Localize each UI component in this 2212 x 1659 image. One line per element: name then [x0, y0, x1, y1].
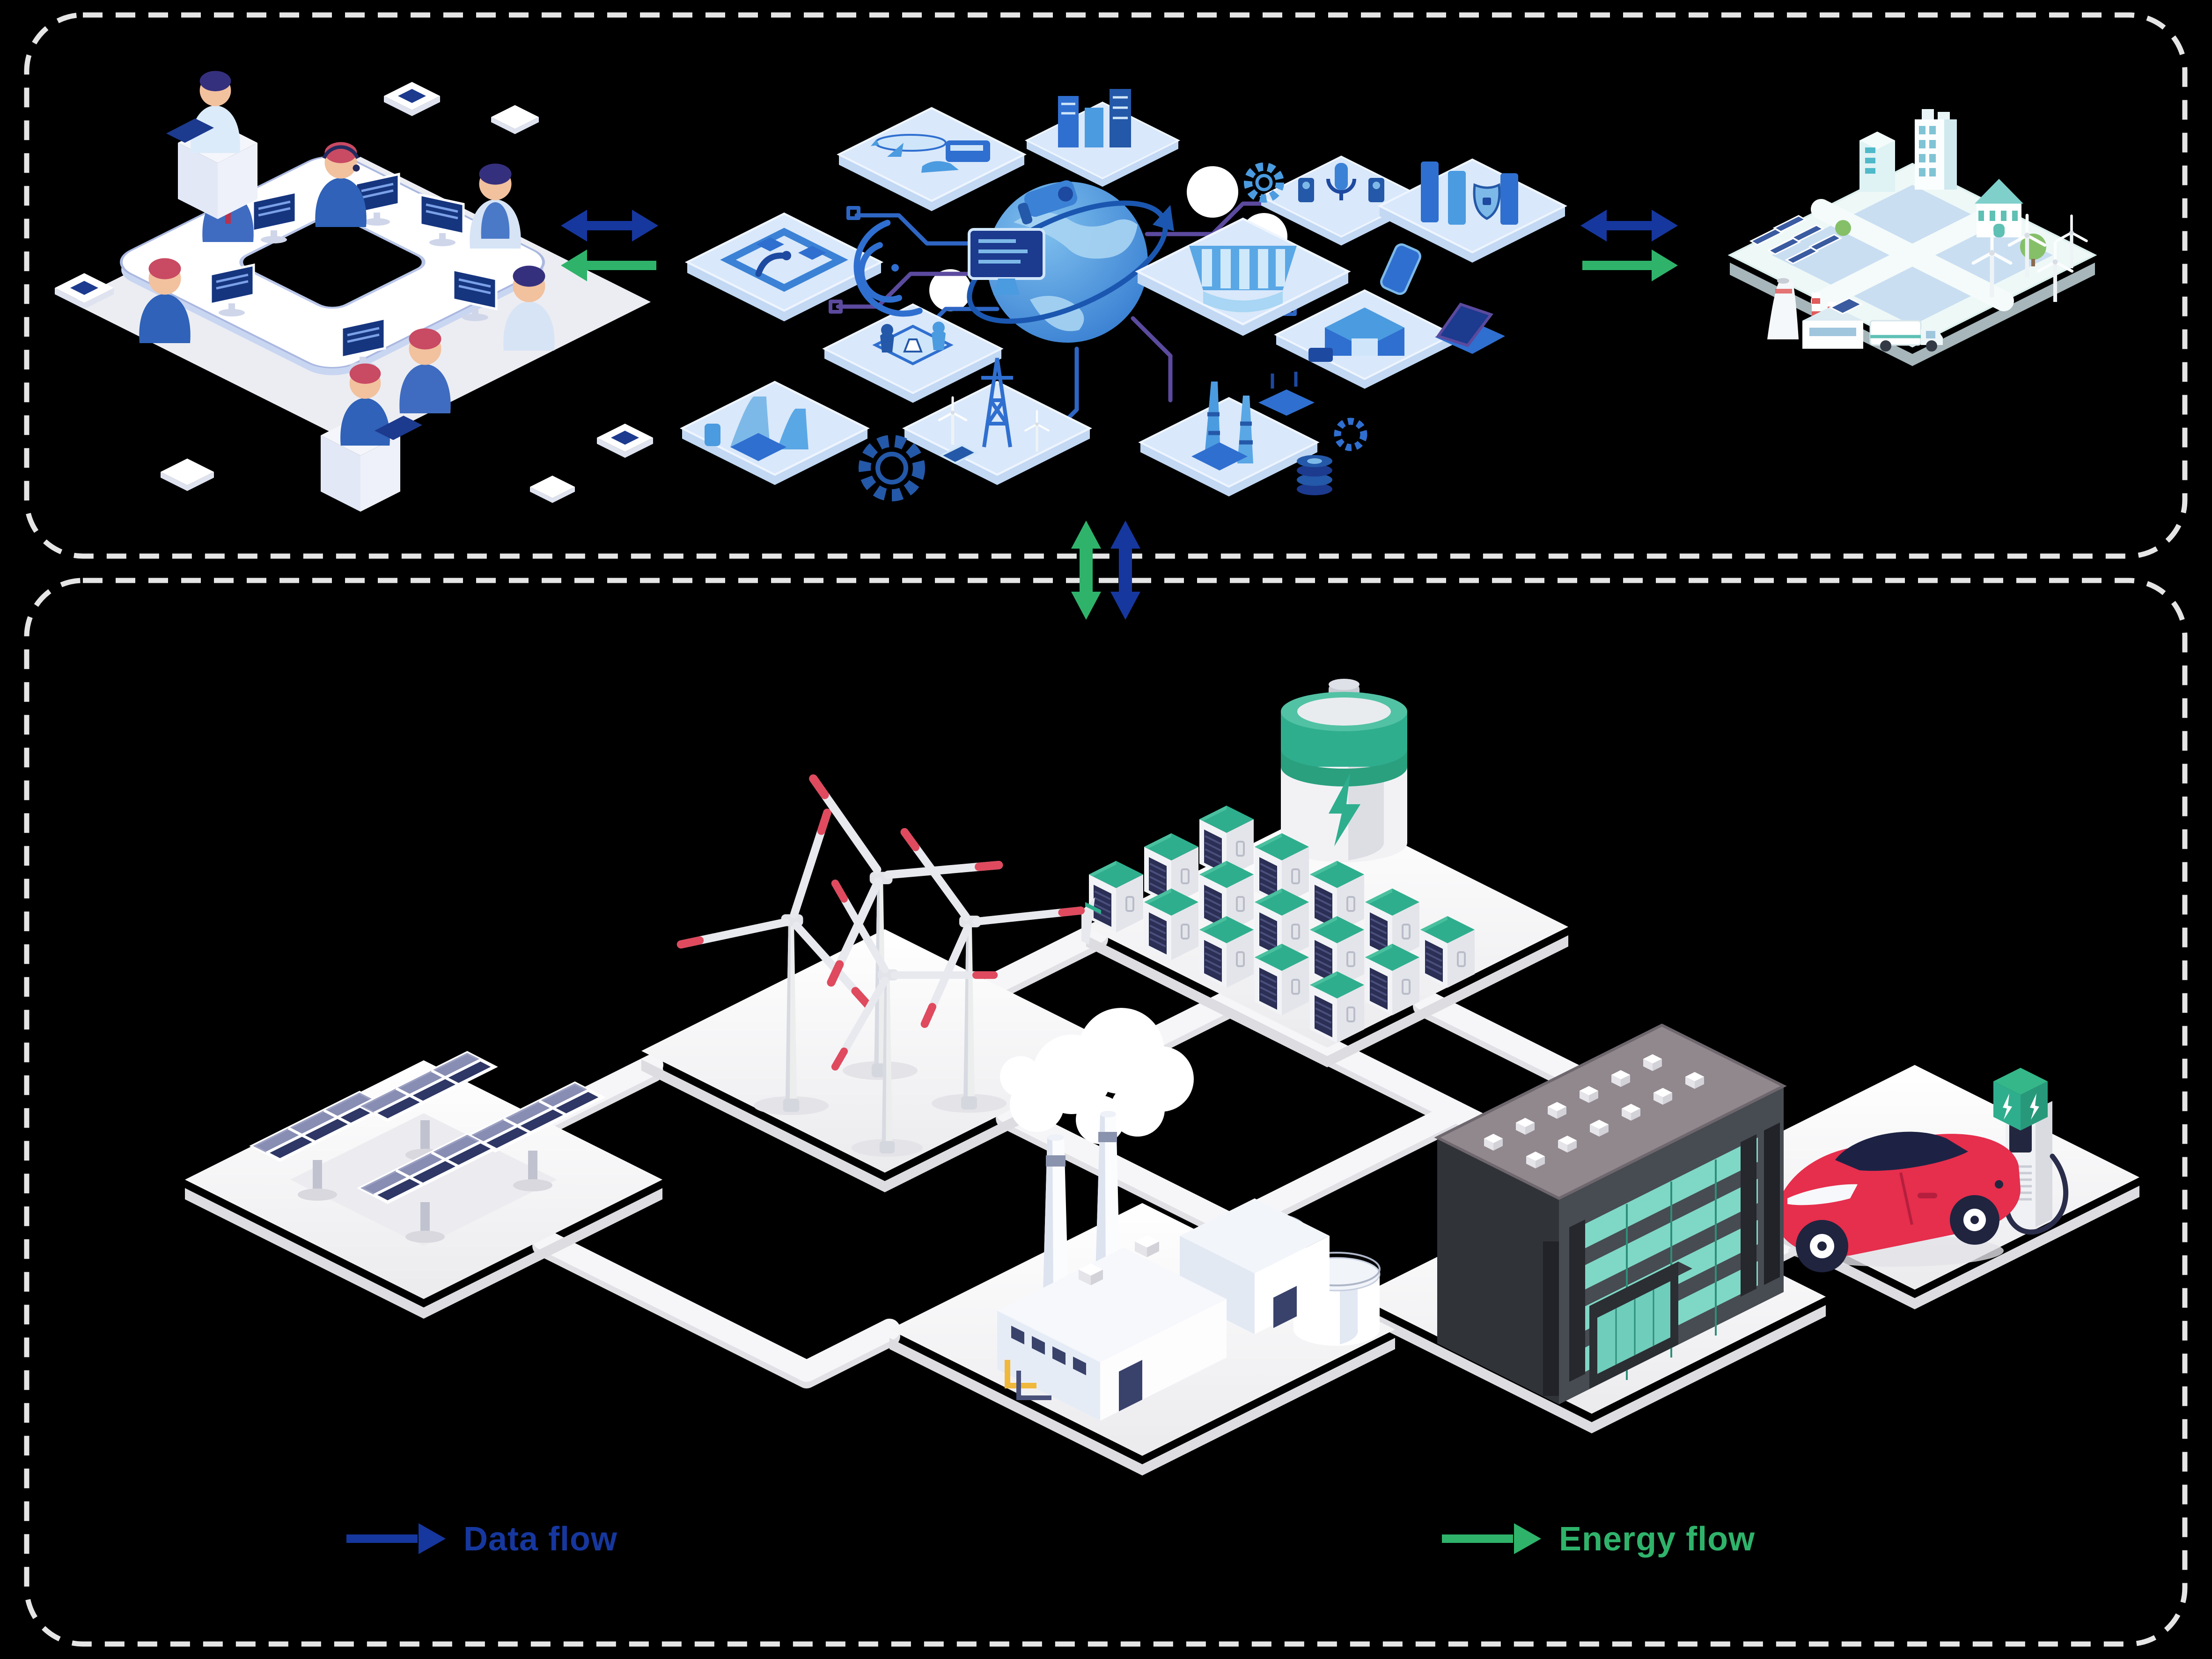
smartphone-icon [1380, 243, 1421, 295]
battery-storage-platform [1081, 679, 1568, 1067]
power-plant-platform [889, 1008, 1395, 1475]
tire-stack-icon [1297, 455, 1332, 495]
grid-tower-tile [904, 358, 1090, 485]
energy-network [185, 679, 2139, 1475]
city-roads [1811, 199, 2014, 311]
office-building-icon [1434, 1023, 1787, 1404]
link-iot-city [1580, 210, 1678, 281]
battery-cabinets [1081, 805, 1476, 1044]
chimney-plant-tile [1140, 382, 1317, 497]
laptop-icon [375, 416, 422, 440]
factory-icon [997, 1008, 1381, 1421]
city-power-plant [1767, 278, 1863, 349]
remote-worker [166, 71, 257, 219]
desktop-monitor-icon [968, 228, 1045, 295]
wifi-router-icon [1258, 372, 1315, 416]
wind-turbine-icon [904, 815, 1091, 1113]
hydro-dam-tile [1138, 219, 1348, 336]
link-team-iot [561, 210, 658, 281]
data-flow-arrow-icon [346, 1523, 446, 1554]
energy-flow-vertical-arrow-icon [1071, 521, 1101, 620]
yellow-pipe [1005, 1360, 1036, 1388]
laptop-icon [1435, 302, 1505, 354]
energy-flow-arrow-icon [1582, 250, 1678, 281]
data-flow-arrow-icon [1580, 210, 1678, 242]
electric-car-icon [1774, 1131, 2021, 1272]
industrial-iot-illustration [682, 89, 1565, 501]
city-solar-array [1749, 215, 1843, 264]
gear-icon [859, 435, 925, 501]
laptop-icon [166, 118, 214, 143]
energy-flow-arrow-icon [1442, 1523, 1541, 1554]
remote-worker [321, 363, 422, 512]
data-flow-label: Data flow [463, 1520, 617, 1558]
smoke-cloud [1000, 1008, 1194, 1144]
gear-icon [1244, 162, 1284, 203]
legend-energy-flow: Energy flow [1442, 1520, 1755, 1558]
tile-chip-icon [398, 89, 426, 103]
wind-turbine-icon [681, 782, 921, 1115]
energy-flow-arrow-icon [561, 250, 656, 281]
bolt-icon [2030, 1094, 2039, 1120]
power-plant-tile [682, 382, 867, 485]
wind-farm-platform [641, 778, 1128, 1192]
warehouse-tile [1276, 291, 1453, 389]
solar-farm-platform [185, 1053, 662, 1319]
headlight [1787, 1184, 1858, 1205]
wind-turbine-icon [738, 778, 999, 1080]
smart-city-illustration [1727, 109, 2097, 366]
team-collaboration-illustration [55, 71, 653, 512]
tile-chip-icon [611, 431, 639, 445]
floating-tile [530, 476, 575, 503]
floating-tile [491, 105, 539, 134]
tile-chip-icon [70, 281, 98, 295]
shop [1975, 179, 2023, 237]
commercial-building-platform [1358, 1023, 1826, 1433]
data-security-tile [1380, 160, 1565, 263]
lab-tile [824, 305, 1001, 403]
legend: Data flow Energy flow [346, 1520, 1755, 1558]
factory-windows [1011, 1326, 1142, 1411]
transport-tile [839, 108, 1024, 211]
ev-charging-platform [1690, 1065, 2139, 1309]
audio-assistant-tile [1260, 155, 1422, 247]
tree-icon [1835, 220, 1851, 236]
battery-icon [1281, 679, 1407, 862]
city-buildings [1835, 109, 2046, 266]
physical-layer-frame [24, 578, 2188, 1647]
smart-city-tile [1026, 89, 1179, 188]
delivery-truck-icon [1869, 320, 1943, 352]
data-flow-vertical-arrow-icon [1110, 521, 1140, 620]
floating-tile [161, 458, 214, 491]
gear-icon [1334, 418, 1367, 451]
smart-factory-tile [687, 214, 881, 322]
legend-data-flow: Data flow [346, 1520, 617, 1558]
energy-flow-label: Energy flow [1559, 1520, 1755, 1558]
wifi-signal-icon [853, 220, 923, 317]
lightning-bolt-icon [1329, 773, 1360, 846]
cctv-camera-icon [1018, 180, 1078, 225]
bolt-icon [2003, 1094, 2012, 1120]
wind-turbine-icon [756, 837, 994, 1157]
digital-layer-frame [24, 12, 2188, 559]
cabinet-bolt-icon [1085, 902, 1101, 914]
link-layers [1071, 521, 1140, 620]
data-flow-arrow-icon [561, 210, 658, 242]
